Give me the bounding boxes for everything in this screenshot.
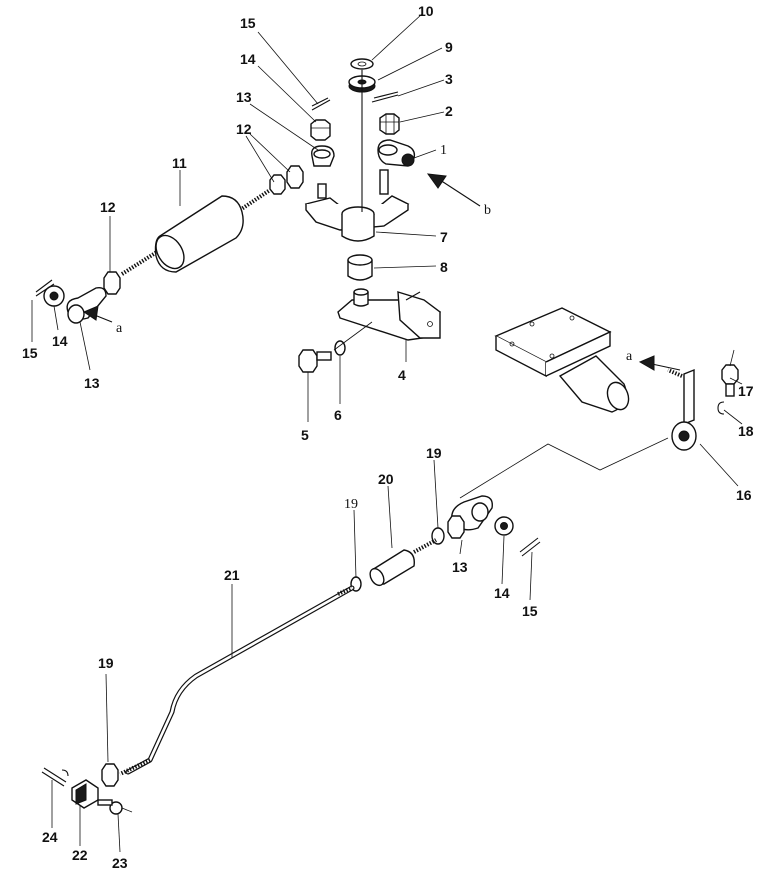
callout-12-left: 12 (100, 199, 116, 215)
part-21-rod (119, 585, 355, 776)
callout-17: 17 (738, 383, 754, 399)
callout-15-left: 15 (22, 345, 38, 361)
callout-10: 10 (418, 3, 434, 19)
callout-18: 18 (738, 423, 754, 439)
part-13-nut (286, 165, 304, 189)
view-arrow-b (426, 173, 481, 207)
callout-13-left: 13 (84, 375, 100, 391)
part-20-turnbuckle (369, 538, 437, 587)
callout-1: 1 (440, 143, 447, 158)
part-11-damper (120, 188, 272, 276)
callout-22: 22 (72, 847, 88, 863)
part-8-bushing (347, 254, 373, 281)
view-arrow-a-right (638, 355, 681, 371)
callout-19-right: 19 (426, 445, 442, 461)
callout-3: 3 (445, 71, 453, 87)
part-13-rod-end-lower (447, 495, 493, 539)
view-marker-b: b (484, 203, 491, 218)
callout-24: 24 (42, 829, 58, 845)
part-14-nut-left (43, 285, 65, 307)
part-1-rod-end (377, 139, 416, 167)
part-13-rod-end-top (311, 145, 335, 199)
callout-19-middle: 19 (344, 497, 358, 512)
callout-12-top: 12 (236, 121, 252, 137)
callout-14-lower: 14 (494, 585, 510, 601)
part-17-bolt (721, 349, 739, 397)
part-2-nut (379, 113, 400, 135)
part-14-nut-lower (494, 516, 514, 536)
callout-15-lower: 15 (522, 603, 538, 619)
part-18-clip (717, 401, 725, 415)
callout-20: 20 (378, 471, 394, 487)
callout-11: 11 (172, 155, 187, 171)
part-15-cotter-pin-left (35, 279, 55, 297)
part-24-cotter-pin (41, 767, 69, 787)
view-marker-a-left: a (116, 321, 123, 336)
assembly-leader (459, 437, 669, 499)
part-4-bracket (337, 288, 441, 341)
part-7-bellcrank (304, 70, 410, 242)
part-6-washer (334, 340, 346, 356)
part-13-rod-end-left (66, 286, 107, 324)
callout-19-lower: 19 (98, 655, 114, 671)
pedal-bracket (494, 307, 630, 413)
callout-6: 6 (334, 407, 342, 423)
callout-13-lower: 13 (452, 559, 468, 575)
part-5-bolt (298, 349, 332, 373)
callout-21: 21 (224, 567, 240, 583)
callout-7: 7 (440, 229, 448, 245)
part-19-nut-lower (101, 763, 119, 787)
view-marker-a-right: a (626, 349, 633, 364)
part-22-clevis (71, 779, 99, 809)
callout-4: 4 (398, 367, 406, 383)
leader-lines (31, 13, 743, 853)
part-15-cotter-pin-lower (519, 537, 541, 557)
callout-14-top: 14 (240, 51, 256, 67)
callout-13-top: 13 (236, 89, 252, 105)
part-12-nut-top (269, 174, 286, 195)
callout-5: 5 (301, 427, 309, 443)
part-16-lever (667, 368, 697, 451)
callout-8: 8 (440, 259, 448, 275)
callout-16: 16 (736, 487, 752, 503)
part-14-nut-top (310, 119, 331, 141)
callout-2: 2 (445, 103, 453, 119)
part-12-nut-left (103, 271, 121, 295)
callout-23: 23 (112, 855, 128, 871)
callout-14-left: 14 (52, 333, 68, 349)
part-23-pin (97, 799, 133, 815)
part-3-cotter-pin (371, 91, 399, 103)
part-10-washer (350, 58, 374, 70)
callout-numbers: 10 9 3 2 1 7 8 4 5 6 15 14 13 12 11 12 a… (22, 3, 754, 871)
view-arrow-a-left (82, 305, 113, 323)
part-15-cotter-pin-top (311, 97, 331, 111)
callout-15-top: 15 (240, 15, 256, 31)
callout-9: 9 (445, 39, 453, 55)
